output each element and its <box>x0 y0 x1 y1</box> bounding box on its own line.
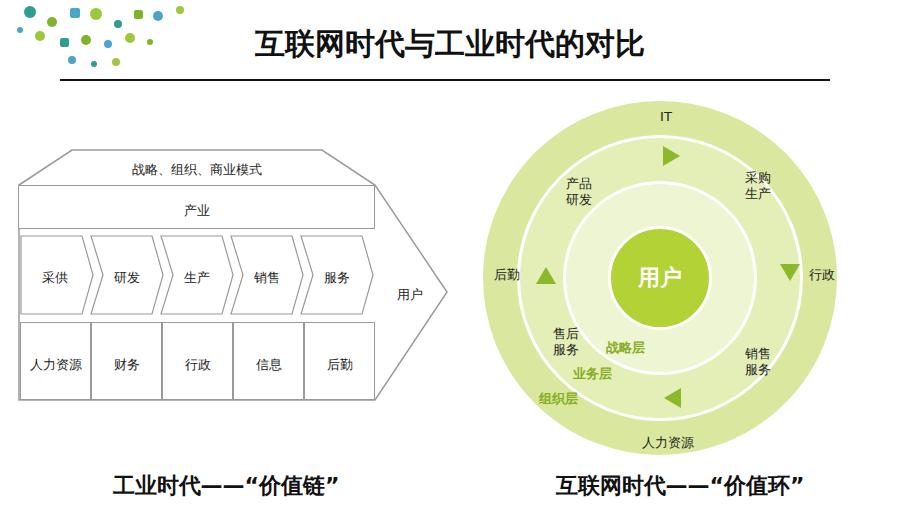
chev-shape <box>231 236 303 314</box>
node-text: 产业 <box>184 203 210 219</box>
node-text: 后勤 <box>327 357 353 373</box>
node-text: 售后 服务 <box>551 326 581 357</box>
process-box: 财务 <box>91 322 162 400</box>
node-text: 行政 <box>809 267 835 283</box>
circle-shape <box>610 228 711 329</box>
ring-circle: 战略层 用户 <box>563 181 757 375</box>
node-text: 业务层 <box>573 366 612 382</box>
circle-shape <box>519 137 802 420</box>
chevron-step: 服务 <box>300 235 374 315</box>
chev-shape <box>301 236 373 314</box>
node-text: 后勤 <box>494 267 520 283</box>
ring-circle: 产品 研发 采购 生产售后 服务业务层 销售 服务 战略层 用户 <box>517 135 803 421</box>
process-box: 信息 <box>233 322 304 400</box>
node-text: IT <box>660 109 672 125</box>
circle-shape <box>482 100 839 457</box>
node-text: 采供 <box>42 270 68 286</box>
title: 互联网时代与工业时代的对比 <box>255 26 645 62</box>
process-box: 产业 <box>18 185 375 229</box>
caption-label: 互联网时代——“价值环” <box>556 473 805 499</box>
chev0-shape <box>21 236 93 314</box>
title-rule <box>60 79 830 81</box>
chevron-step: 研发 <box>90 235 164 315</box>
node-text: 生产 <box>184 270 210 286</box>
caption-label: 工业时代——“价值链” <box>113 473 340 499</box>
process-box: 后勤 <box>304 322 375 400</box>
chevron-step: 采供 <box>20 235 94 315</box>
circle-shape <box>565 183 756 374</box>
process-box: 人力资源 <box>20 322 91 400</box>
node-text: 财务 <box>114 357 140 373</box>
node-text: 组织层 <box>539 391 578 407</box>
node-text: 信息 <box>256 357 282 373</box>
value-chain-frame: 战略、组织、商业模式用户 产业采供 研发 生产 销售 服务人力资源 财务 行政 信息 后勤 <box>18 148 450 402</box>
ring-circle: 用户 <box>608 226 712 330</box>
node-text: 用户 <box>638 265 682 291</box>
node-text: 产品 研发 <box>564 176 594 207</box>
node-text: 人力资源 <box>642 435 694 451</box>
node-text: 服务 <box>324 270 350 286</box>
node-text: 人力资源 <box>30 357 82 373</box>
node-text: 销售 服务 <box>743 346 773 377</box>
icon-cluster <box>17 6 184 67</box>
node-text: 采购 生产 <box>743 170 773 201</box>
node-text: 行政 <box>185 357 211 373</box>
node-text: 研发 <box>114 270 140 286</box>
node-text: 销售 <box>254 270 280 286</box>
chevron-step: 销售 <box>230 235 304 315</box>
ring-circle: IT 行政 后勤组织层人力资源 产品 研发 采购 生产售后 服务业务层 销售 服务 战略层 用… <box>480 98 840 458</box>
chev-shape <box>161 236 233 314</box>
process-box: 行政 <box>162 322 233 400</box>
chevron-step: 生产 <box>160 235 234 315</box>
node-text: 用户 <box>397 287 423 303</box>
node-text: 战略层 <box>606 340 645 356</box>
house-shape <box>19 150 447 400</box>
chev-shape <box>91 236 163 314</box>
node-text: 战略、组织、商业模式 <box>132 162 262 178</box>
